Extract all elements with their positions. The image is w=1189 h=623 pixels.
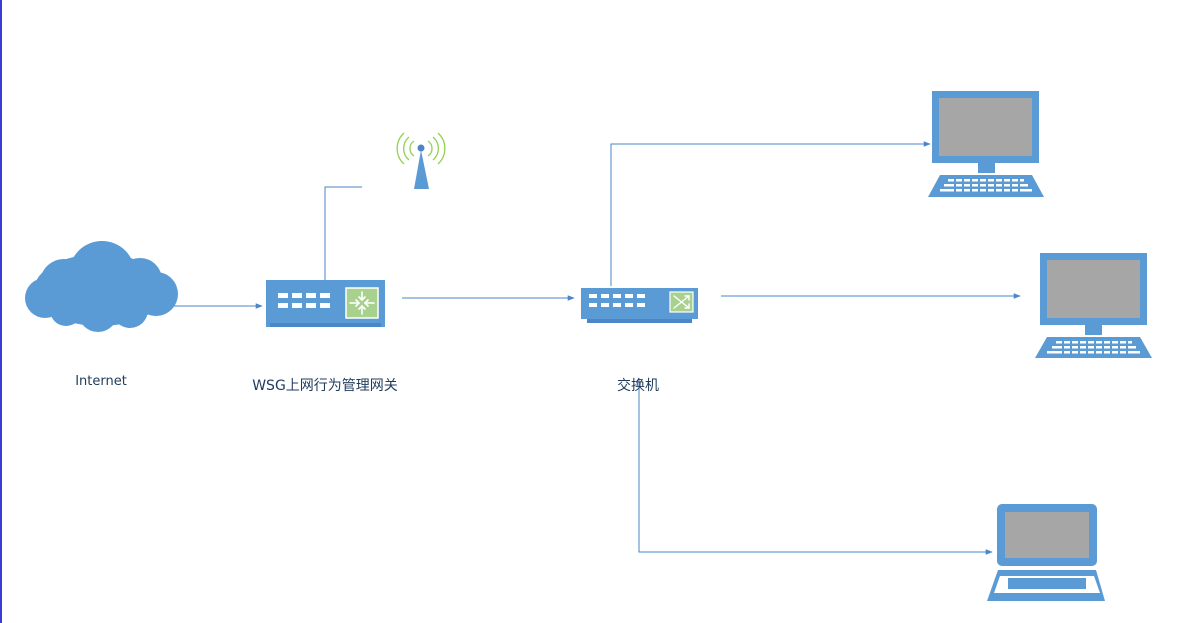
edge-switch-to-laptop — [638, 380, 993, 555]
gateway-router-icon — [266, 280, 385, 327]
desktop-computer-icon — [928, 91, 1044, 197]
edge-gateway-to-access-point — [324, 186, 362, 282]
edge-switch-to-desktop-1 — [610, 141, 931, 286]
gateway-ports — [278, 293, 330, 308]
gateway-panel — [345, 287, 379, 319]
internet-label: Internet — [75, 374, 127, 389]
canvas-left-border — [0, 0, 2, 623]
desktop-computer-icon — [1035, 253, 1152, 358]
wireless-antenna-icon — [396, 132, 446, 189]
connector-lines — [172, 141, 1021, 555]
laptop-icon — [987, 504, 1105, 601]
switch-ports — [589, 294, 645, 307]
cloud-icon — [25, 241, 178, 332]
network-switch-icon — [581, 288, 698, 323]
gateway-label: WSG上网行为管理网关 — [252, 378, 398, 394]
switch-label: 交换机 — [617, 378, 659, 394]
switch-panel — [669, 291, 694, 313]
